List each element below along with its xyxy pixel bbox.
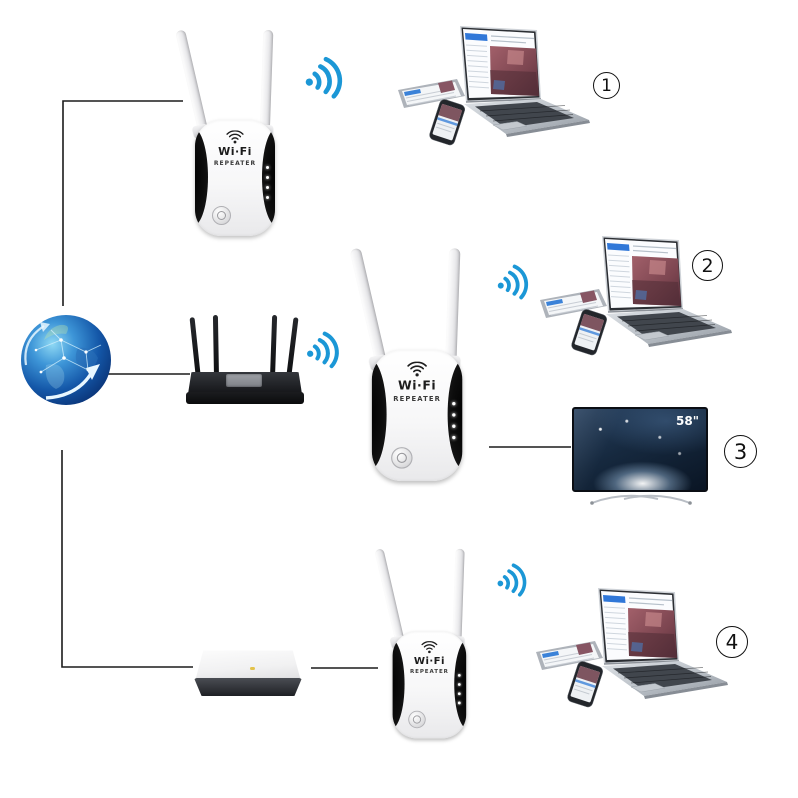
antenna-icon [452, 548, 465, 641]
wifi-repeater-3: Wi·Fi REPEATER [365, 547, 485, 740]
smart-tv: 58" [572, 407, 708, 492]
wifi-signal-icon [493, 263, 533, 303]
wifi-signal-icon [302, 330, 344, 372]
antenna-icon [445, 248, 461, 362]
antenna-icon [286, 317, 299, 380]
antenna-icon [374, 548, 405, 642]
scenario-badge-4: 4 [716, 626, 748, 658]
wifi-logo-icon [406, 361, 429, 377]
wps-button [391, 447, 413, 469]
repeater-brand-label: Wi·Fi [413, 654, 445, 667]
wifi-repeater-1: Wi·Fi REPEATER [165, 28, 295, 238]
scenario-badge-3: 3 [724, 435, 757, 468]
scenario-badge-2: 2 [692, 250, 723, 281]
repeater-brand-label: Wi·Fi [218, 145, 252, 158]
wire-internet-to-modem [61, 450, 193, 668]
repeater-model-label: REPEATER [213, 160, 257, 167]
router-base [186, 392, 304, 404]
tv-size-label: 58" [676, 414, 699, 428]
repeater-brand-label: Wi·Fi [397, 378, 437, 393]
repeater-model-label: REPEATER [393, 395, 441, 404]
antenna-icon [259, 29, 274, 131]
wire-internet-to-repeater-1 [62, 100, 183, 306]
repeater-body: Wi·Fi REPEATER [371, 349, 463, 482]
antenna-icon [212, 314, 219, 378]
modem-led [250, 667, 256, 670]
side-panel [392, 639, 405, 730]
internet-globe-icon [16, 310, 116, 410]
router-label-plate [226, 374, 262, 387]
wifi-repeater-2: Wi·Fi REPEATER [338, 246, 485, 483]
antenna-icon [175, 29, 208, 132]
modem-base [194, 678, 302, 696]
wps-button [212, 206, 231, 225]
status-leds [452, 401, 456, 440]
antenna-icon [270, 314, 278, 378]
status-leds [457, 673, 461, 705]
status-leds [266, 166, 269, 199]
antenna-icon [189, 317, 201, 380]
wps-button [408, 710, 426, 729]
side-panel [371, 359, 387, 470]
repeater-model-label: REPEATER [409, 668, 449, 675]
device-cluster-laptop-tablet-phone [532, 230, 772, 360]
wifi-signal-icon [300, 55, 348, 103]
side-panel [195, 128, 208, 226]
repeater-body: Wi·Fi REPEATER [392, 631, 467, 739]
antenna-icon [349, 247, 387, 363]
wifi-logo-icon [225, 130, 245, 144]
repeater-body: Wi·Fi REPEATER [195, 120, 275, 236]
wifi-logo-icon [420, 641, 438, 654]
wifi-signal-icon [493, 562, 531, 600]
scenario-badge-1: 1 [593, 72, 620, 99]
tv-stand-legs [586, 490, 696, 506]
modem-top [195, 650, 301, 680]
modem [192, 648, 304, 702]
wifi-router [186, 310, 308, 406]
